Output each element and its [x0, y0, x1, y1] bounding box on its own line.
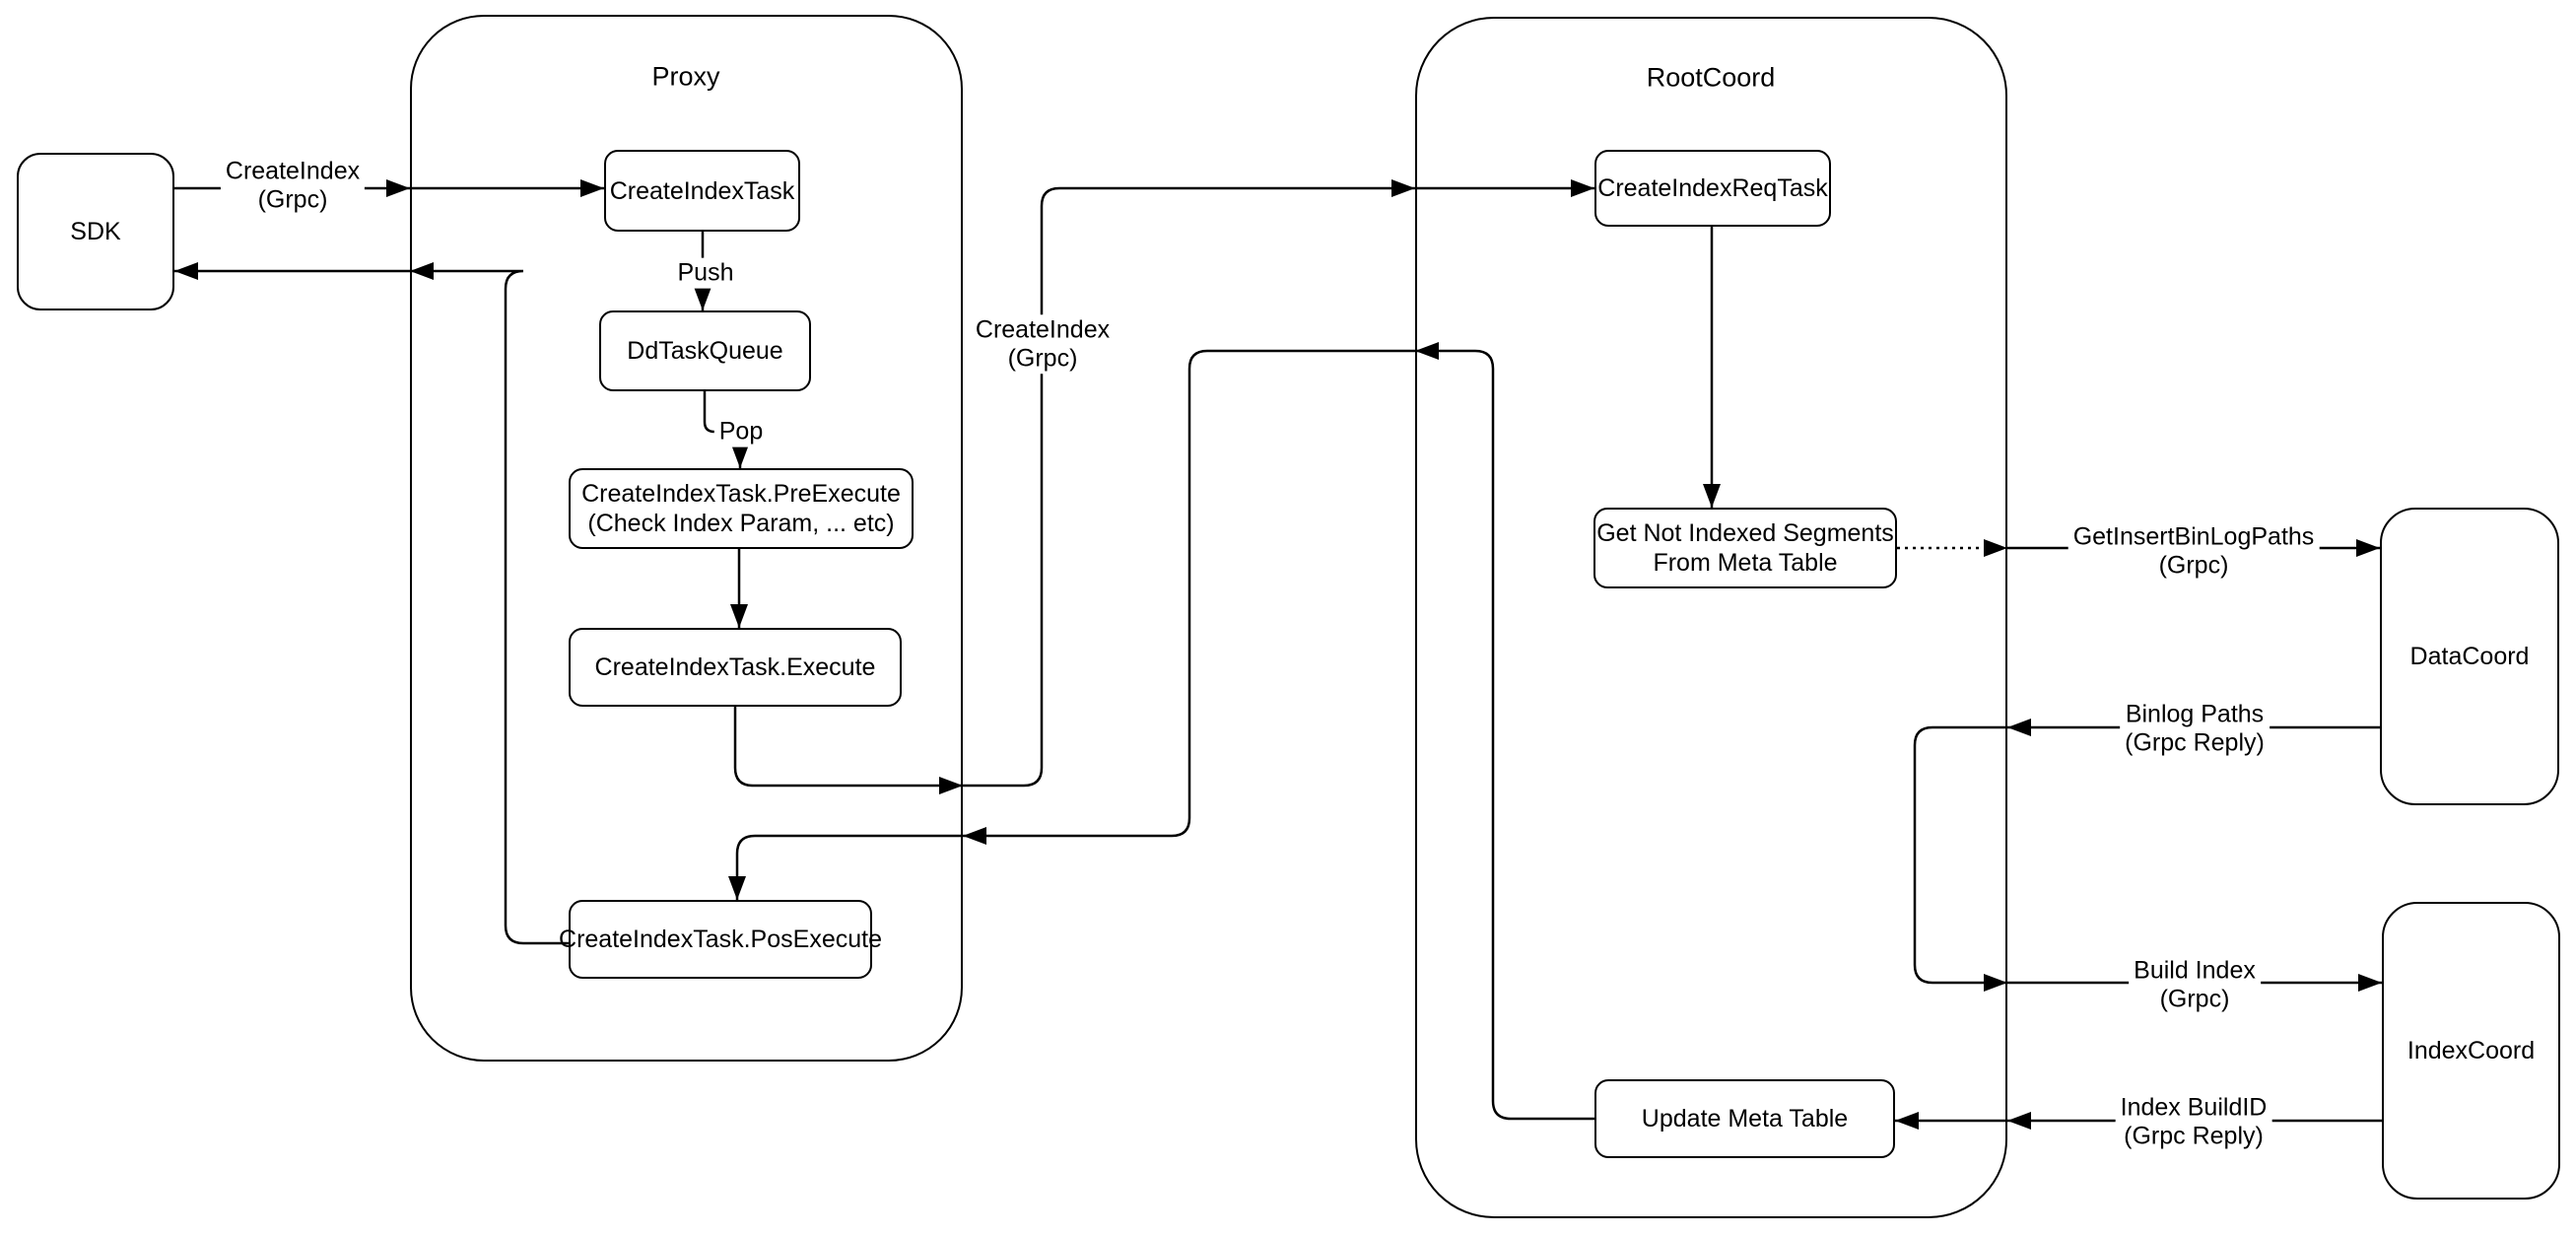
arrowhead-posexecute-icon: [728, 876, 746, 900]
node-create-index-req-task: CreateIndexReqTask: [1594, 150, 1831, 227]
arrowhead-sdk-icon: [174, 262, 198, 280]
edge-updatemeta-to-posexecute: [735, 349, 1594, 1121]
arrowhead-indexcoord-icon: [2358, 974, 2382, 992]
label-binlog-paths-reply: Binlog Paths (Grpc Reply): [2120, 699, 2270, 758]
label-build-index: Build Index (Grpc): [2129, 955, 2261, 1014]
arrowhead-buildindex-exit-icon: [1984, 974, 2007, 992]
arrowhead-proxy-entry-icon: [386, 179, 410, 197]
proxy-title: Proxy: [651, 61, 720, 92]
arrowhead-datacoord-icon: [2356, 539, 2380, 557]
proxy-container: [410, 15, 963, 1062]
arrowhead-rootcoord-entry-icon: [1391, 179, 1415, 197]
arrowhead-createindextask-icon: [580, 179, 604, 197]
arrowhead-return-rootcoord-exit-icon: [1415, 342, 1439, 360]
node-get-not-indexed-segments: Get Not Indexed Segments From Meta Table: [1593, 508, 1897, 588]
arrowhead-buildid-into-rootcoord-icon: [2007, 1112, 2031, 1130]
node-indexcoord: IndexCoord: [2382, 902, 2560, 1200]
node-pre-execute: CreateIndexTask.PreExecute (Check Index …: [569, 468, 914, 549]
arrowhead-preexecute-icon: [731, 445, 749, 468]
node-sdk: SDK: [17, 153, 174, 310]
arrowhead-getnotindexed-icon: [1703, 484, 1721, 508]
rootcoord-title: RootCoord: [1646, 62, 1776, 93]
edge-posexecute-to-sdk: [174, 269, 569, 945]
label-proxy-create-index: CreateIndex (Grpc): [970, 314, 1116, 374]
label-sdk-create-index: CreateIndex (Grpc): [220, 156, 366, 215]
node-execute: CreateIndexTask.Execute: [569, 628, 902, 707]
node-create-index-task: CreateIndexTask: [604, 150, 800, 232]
node-datacoord: DataCoord: [2380, 508, 2559, 805]
arrowhead-return-proxy-entry-icon: [963, 827, 986, 845]
arrowhead-createindexreqtask-icon: [1571, 179, 1594, 197]
arrowhead-proxy-exit-left-icon: [410, 262, 434, 280]
label-index-buildid-reply: Index BuildID (Grpc Reply): [2115, 1092, 2272, 1151]
arrowhead-proxy-exit-icon: [939, 777, 963, 794]
arrowhead-rootcoord-exit-icon: [1984, 539, 2007, 557]
node-pos-execute: CreateIndexTask.PosExecute: [559, 900, 882, 979]
label-get-insert-binlog-paths: GetInsertBinLogPaths (Grpc): [2068, 521, 2320, 581]
node-update-meta-table: Update Meta Table: [1594, 1079, 1895, 1158]
edge-binlog-buildindex: [1913, 725, 2382, 985]
node-dd-task-queue: DdTaskQueue: [599, 310, 811, 391]
arrowhead-execute-icon: [730, 604, 748, 628]
edge-execute-to-createindexreqtask: [733, 186, 1594, 788]
arrowhead-updatemetatable-icon: [1895, 1112, 1919, 1130]
arrowhead-binlog-into-rootcoord-icon: [2007, 719, 2031, 736]
rootcoord-container: [1415, 17, 2007, 1218]
arrowhead-ddtaskqueue-icon: [694, 287, 712, 310]
label-pop: Pop: [713, 416, 769, 447]
label-push: Push: [672, 257, 739, 289]
